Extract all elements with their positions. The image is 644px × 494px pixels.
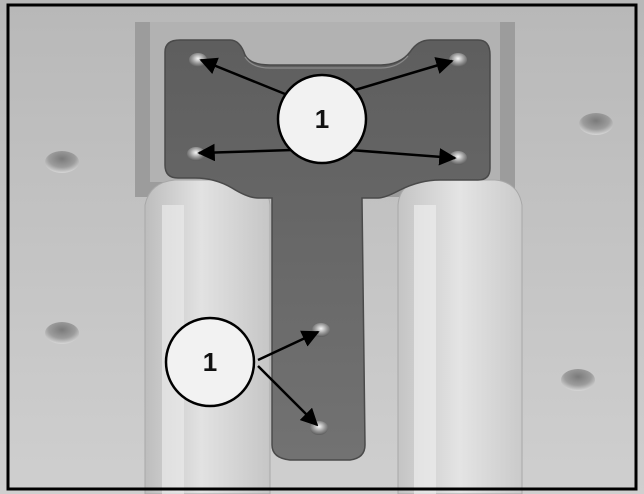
arrow-line — [354, 57, 454, 92]
arrow-line — [199, 57, 291, 98]
arrow-line — [257, 365, 319, 427]
callout-bubble-top: 1 — [276, 73, 368, 165]
wall-dimple — [561, 369, 595, 391]
figure-frame — [6, 3, 638, 491]
arrow-line — [197, 143, 293, 162]
callout-number: 1 — [203, 347, 217, 377]
arrow-line — [349, 148, 457, 166]
wall-dimple — [579, 113, 613, 135]
callout-bubble-bottom: 1 — [164, 316, 256, 408]
callout-number: 1 — [315, 104, 329, 134]
right-rail-highlight — [414, 205, 436, 494]
callout-arrows-bottom — [257, 330, 320, 427]
wall-dimple — [45, 151, 79, 173]
wall-dimple — [45, 322, 79, 344]
plate-inner-edge — [244, 55, 409, 69]
arrow-line — [257, 330, 320, 362]
screw-hole — [310, 421, 328, 435]
t-bracket-plate — [164, 39, 491, 461]
callout-arrows-top — [197, 57, 457, 166]
